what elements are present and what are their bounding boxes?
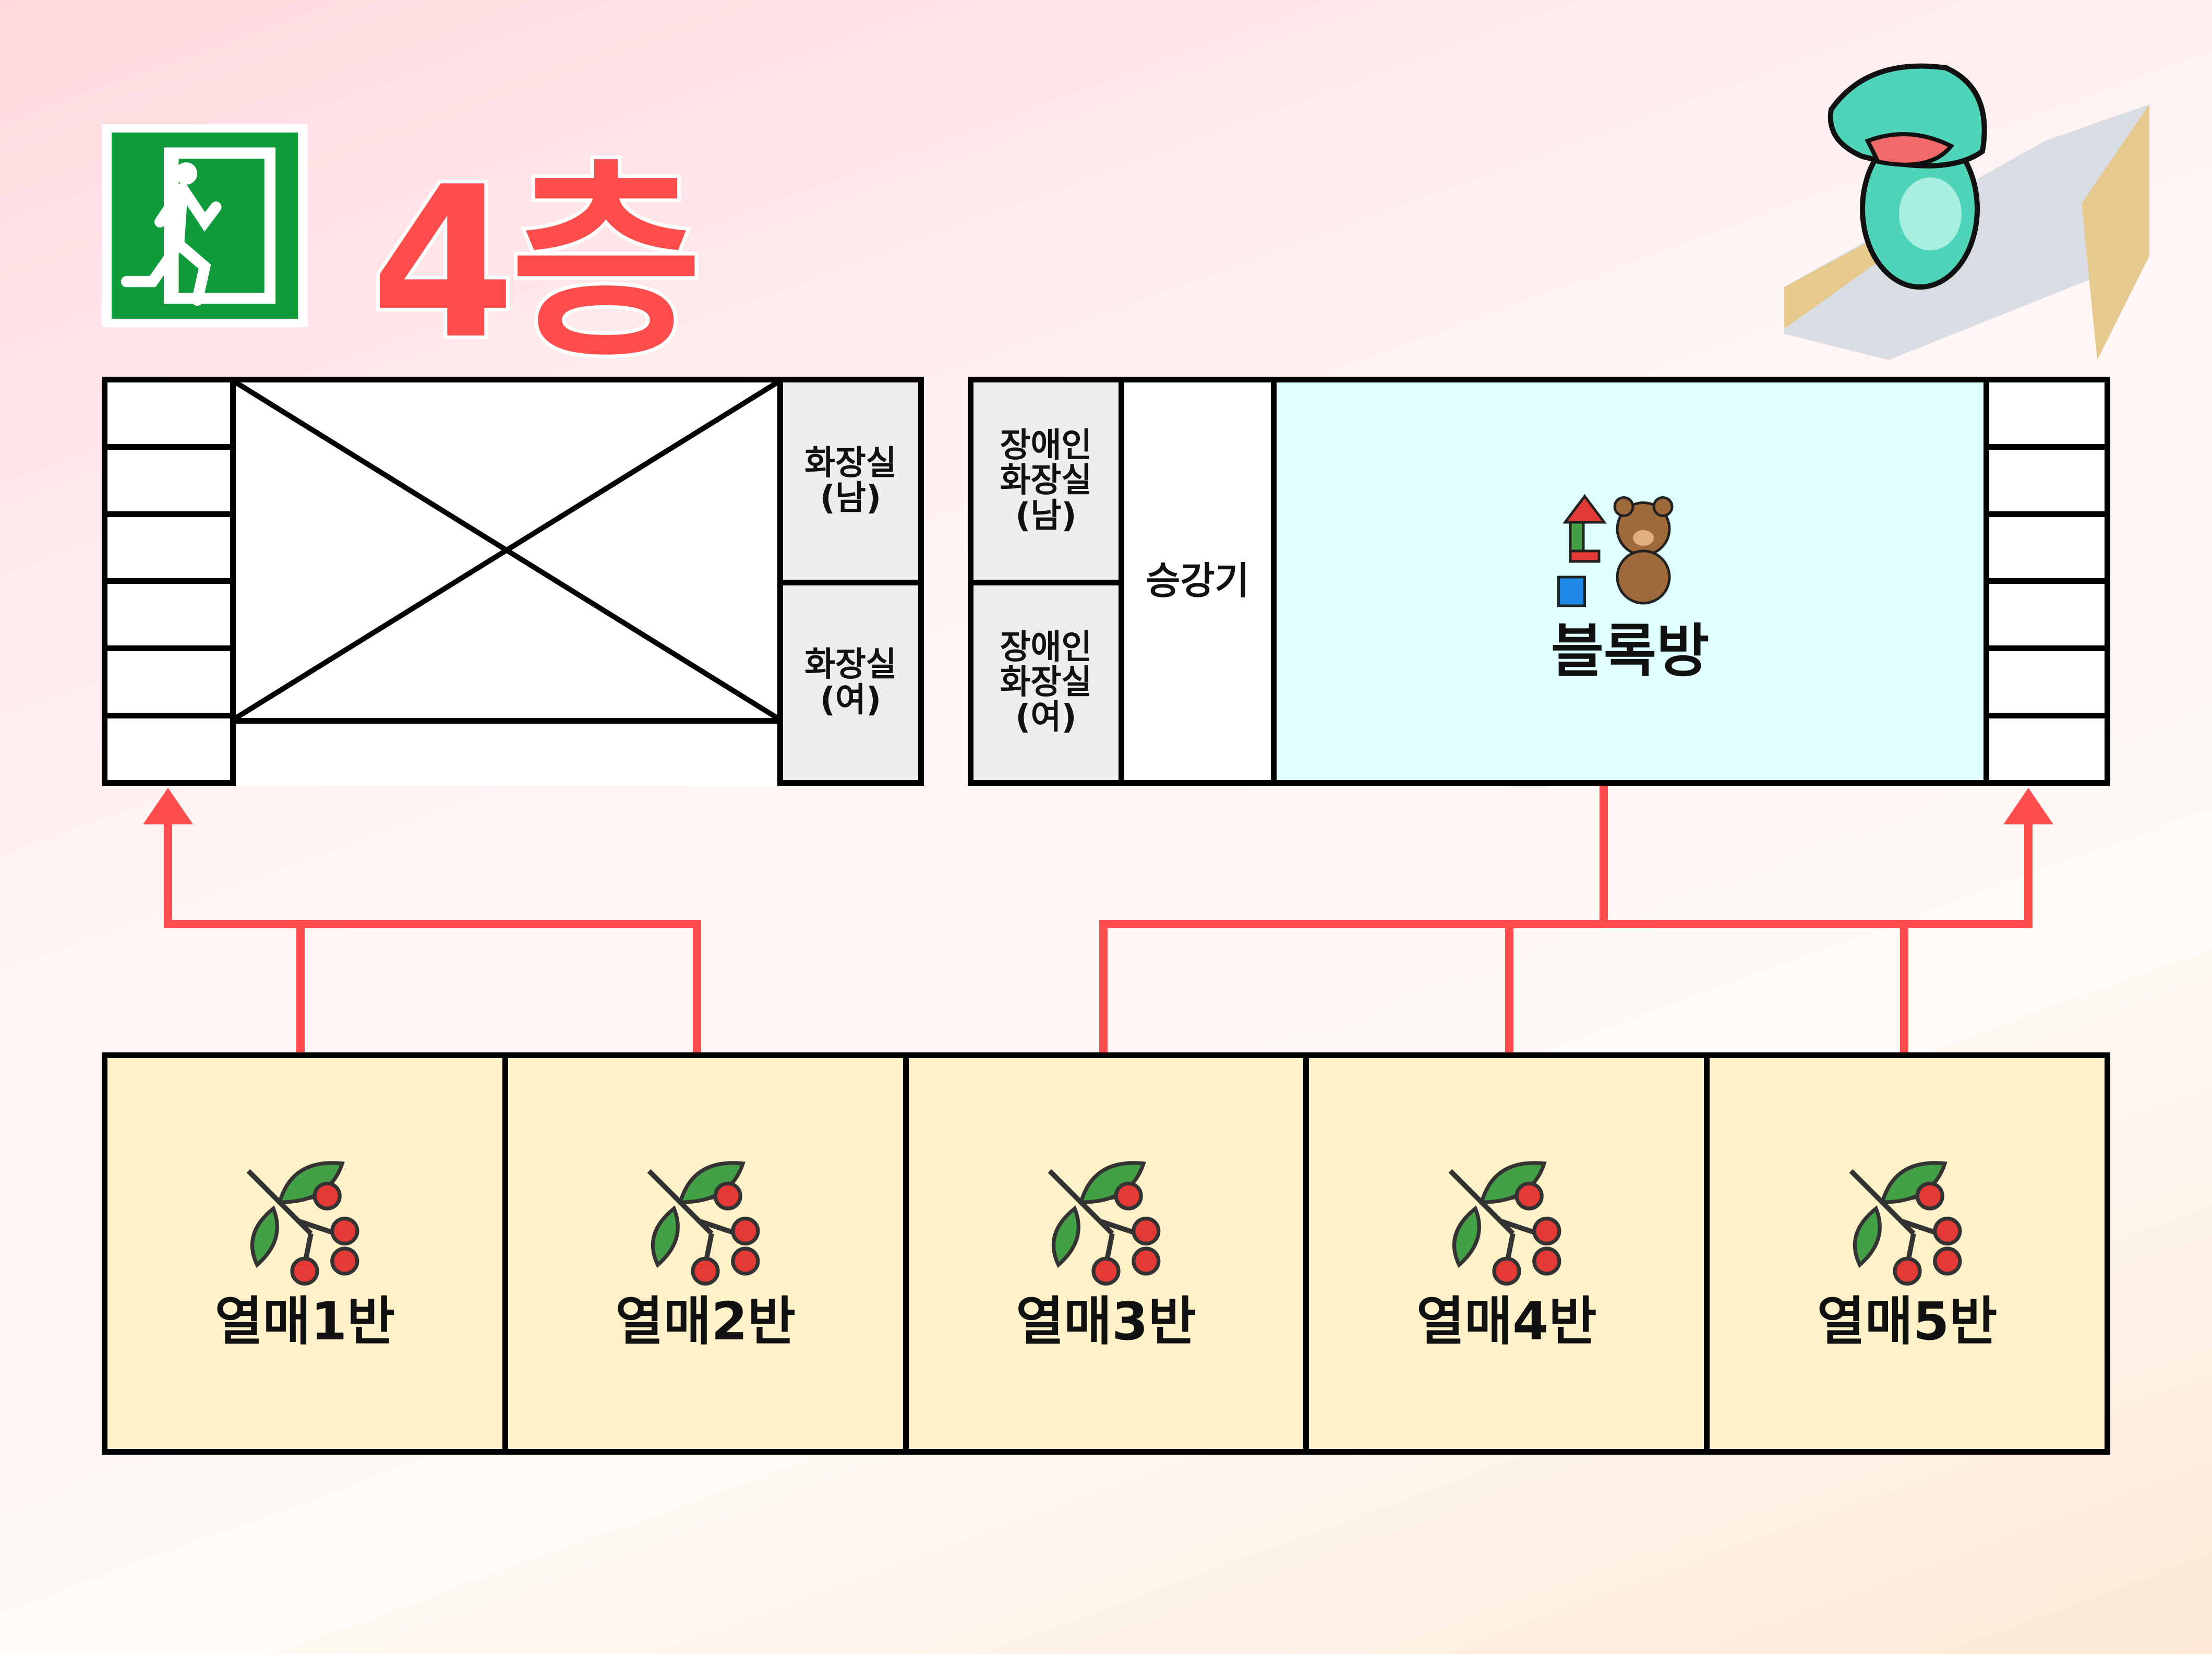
berry-branch-icon <box>647 1161 760 1286</box>
left-stairs <box>102 377 236 786</box>
berry-branch-icon <box>246 1161 359 1286</box>
floor-title: 4층 <box>367 139 706 389</box>
classroom-name: 열매5반 <box>1817 1291 1998 1352</box>
classroom-name: 열매1반 <box>214 1291 395 1352</box>
classroom-name: 열매4반 <box>1416 1291 1597 1352</box>
classroom: 열매5반 <box>1710 1058 2105 1449</box>
berry-branch-icon <box>1849 1161 1962 1286</box>
classroom: 열매3반 <box>909 1058 1309 1449</box>
block-room: 블록방 <box>1271 377 1989 786</box>
toy-blocks-teddy-icon <box>1557 494 1673 607</box>
exit-sign-icon <box>102 124 308 327</box>
accessible-restroom-female: 장애인 화장실 (여) <box>968 580 1124 786</box>
classroom-name: 열매2반 <box>615 1291 796 1352</box>
accessible-restroom-male: 장애인 화장실 (남) <box>968 377 1124 585</box>
restroom-female: 화장실 (여) <box>777 580 924 786</box>
right-stairs <box>1983 377 2110 786</box>
classroom: 열매4반 <box>1309 1058 1710 1449</box>
berry-branch-icon <box>1048 1161 1161 1286</box>
void-area <box>230 377 783 724</box>
classroom-name: 열매3반 <box>1016 1291 1196 1352</box>
restroom-male: 화장실 (남) <box>777 377 924 585</box>
classroom: 열매1반 <box>107 1058 508 1449</box>
classroom-row: 열매1반 열매2반 열매3반 <box>102 1052 2110 1455</box>
berry-branch-icon <box>1448 1161 1561 1286</box>
crocodile-stairs-icon <box>1784 63 2149 360</box>
elevator: 승강기 <box>1119 377 1277 786</box>
classroom: 열매2반 <box>508 1058 909 1449</box>
